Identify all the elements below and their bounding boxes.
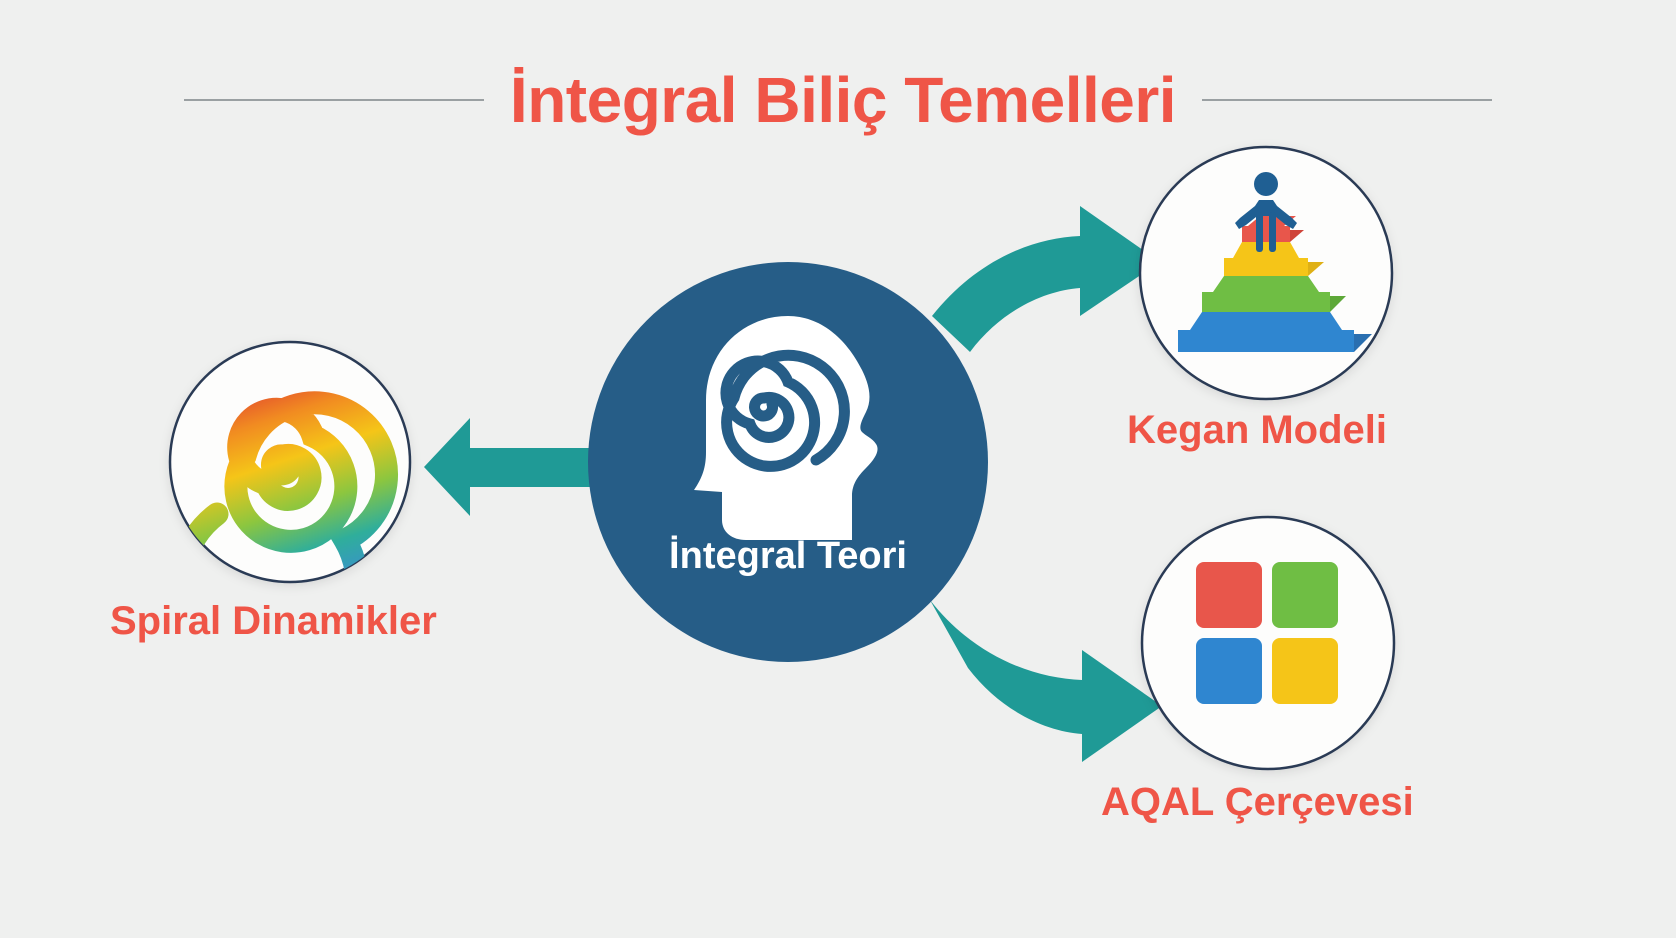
node-label-kegan-modeli: Kegan Modeli bbox=[1127, 408, 1388, 452]
arrow-to-aqal-cercevesi bbox=[930, 600, 1162, 762]
head-spiral-brain-icon bbox=[694, 316, 878, 540]
quadrant-top-right bbox=[1272, 562, 1338, 628]
title-rule-right bbox=[1202, 99, 1493, 101]
center-node-integral-teori[interactable] bbox=[588, 262, 988, 662]
title-rule-left bbox=[183, 99, 484, 101]
page-title: İntegral Biliç Temelleri bbox=[509, 64, 1177, 136]
layered-pyramid-with-person-icon bbox=[1178, 172, 1372, 352]
node-kegan-modeli[interactable] bbox=[1138, 145, 1394, 401]
rainbow-spiral-icon bbox=[170, 391, 398, 582]
person-on-top-icon bbox=[1235, 172, 1297, 252]
node-spiral-dinamikler[interactable] bbox=[168, 340, 412, 673]
arrow-to-spiral-dinamikler bbox=[424, 418, 596, 516]
four-quadrant-grid-icon bbox=[1196, 562, 1338, 704]
center-node-label: İntegral Teori bbox=[669, 535, 907, 577]
node-label-aqal-cercevesi: AQAL Çerçevesi bbox=[1101, 780, 1414, 824]
node-aqal-cercevesi[interactable] bbox=[1140, 515, 1396, 771]
quadrant-top-left bbox=[1196, 562, 1262, 628]
quadrant-bottom-left bbox=[1196, 638, 1262, 704]
node-label-spiral-dinamikler: Spiral Dinamikler bbox=[110, 599, 437, 643]
page-title-row: İntegral Biliç Temelleri bbox=[0, 58, 1676, 142]
quadrant-bottom-right bbox=[1272, 638, 1338, 704]
aqal-node-circle bbox=[1140, 515, 1396, 771]
arrow-to-kegan-modeli bbox=[932, 206, 1160, 352]
